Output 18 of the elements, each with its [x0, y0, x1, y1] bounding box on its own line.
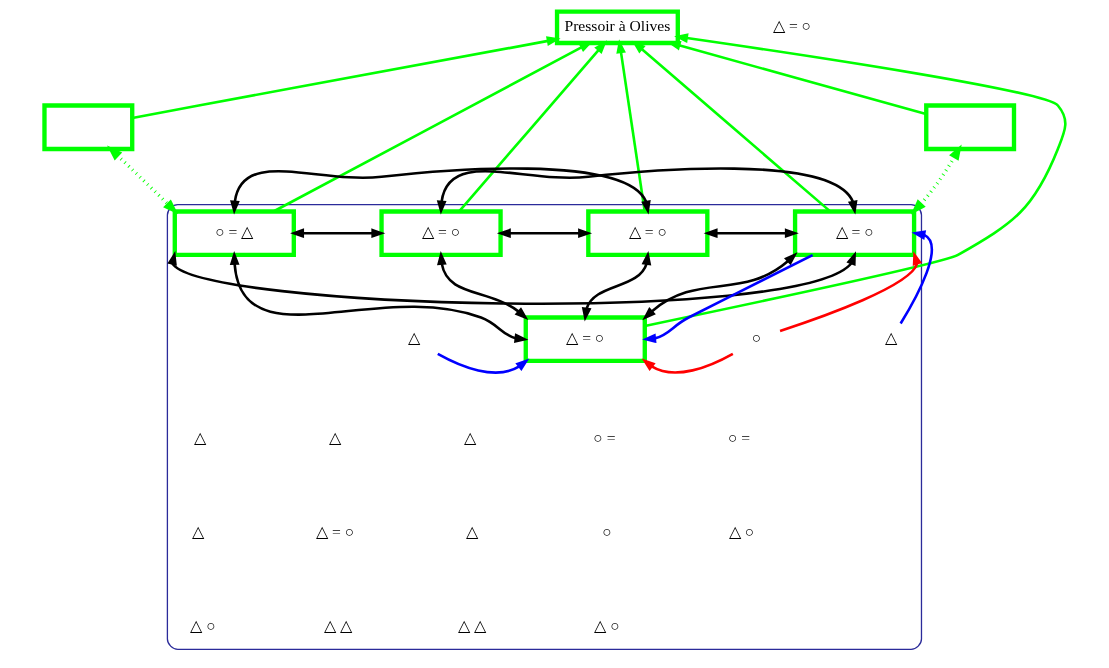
node-text: △: [884, 329, 897, 347]
label: △ △: [323, 616, 352, 634]
label: △ △: [457, 616, 486, 634]
label: △: [465, 522, 478, 540]
label: △ ○: [593, 616, 620, 634]
label: ○ =: [592, 428, 615, 446]
label: △ = ○: [772, 17, 811, 35]
node-text: ○: [751, 329, 761, 347]
node-text: △: [407, 329, 420, 347]
label: ○ =: [727, 428, 750, 446]
label: ○: [601, 522, 612, 540]
label: △ = ○: [315, 522, 354, 540]
label: △ ○: [189, 616, 216, 634]
label: △: [193, 428, 206, 446]
label: △ ○: [728, 522, 754, 540]
label: △: [328, 428, 341, 446]
label: △: [463, 428, 476, 446]
label: △: [191, 522, 204, 540]
